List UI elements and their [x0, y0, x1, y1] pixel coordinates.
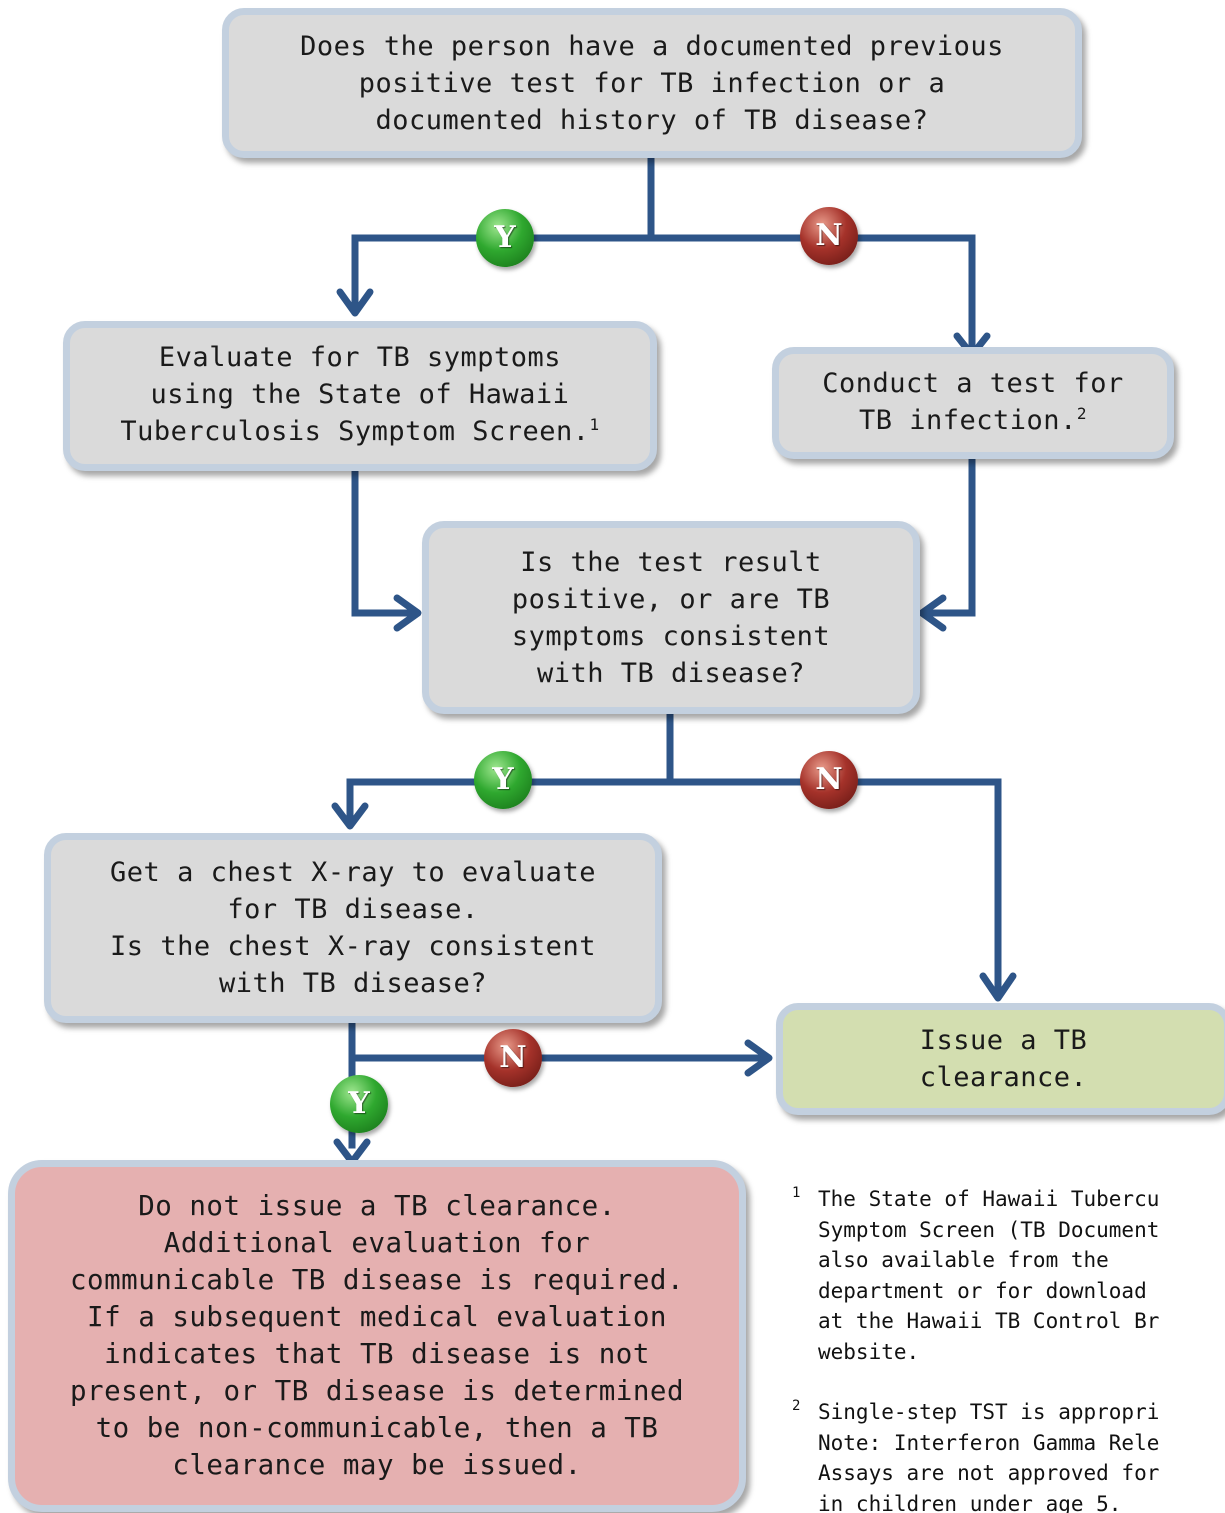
evaluate-symptoms-text: Evaluate for TB symptoms using the State…	[120, 342, 590, 447]
connector-test-to-decision	[926, 452, 976, 617]
issue-clearance-text: Issue a TB clearance.	[919, 1025, 1088, 1093]
footnote-1-marker: 1	[792, 1185, 801, 1201]
box-do-not-issue-clearance: Do not issue a TB clearance. Additional …	[8, 1160, 746, 1512]
footnote-ref-1: 1	[589, 415, 600, 434]
arrowhead-decision-left	[393, 594, 422, 632]
arrowhead-xray	[331, 802, 369, 830]
question-test-positive-text: Is the test result positive, or are TB s…	[511, 546, 831, 689]
do-not-issue-text: Do not issue a TB clearance. Additional …	[69, 1190, 685, 1481]
footnote-2-text: Single-step TST is appropri Note: Interf…	[818, 1400, 1160, 1513]
arrowhead-decision-right	[918, 594, 947, 632]
connector-yes-2	[346, 778, 674, 826]
no-badge-2: N	[800, 751, 858, 809]
question-previous-positive-text: Does the person have a documented previo…	[300, 30, 1004, 136]
box-conduct-test: Conduct a test for TB infection.2	[772, 347, 1174, 459]
no-badge-1: N	[800, 207, 858, 265]
box-evaluate-symptoms: Evaluate for TB symptoms using the State…	[63, 321, 657, 471]
footnote-1: 1 The State of Hawaii Tubercu Symptom Sc…	[792, 1184, 1225, 1367]
connector-no-2	[666, 778, 1002, 994]
arrowhead-evaluate	[336, 288, 374, 317]
box-test-positive-question: Is the test result positive, or are TB s…	[422, 521, 920, 714]
chest-xray-text: Get a chest X-ray to evaluate for TB dis…	[110, 857, 596, 999]
connector-yes-1	[351, 234, 655, 314]
footnote-2-marker: 2	[792, 1398, 801, 1414]
arrowhead-clearance-right	[744, 1039, 773, 1077]
footnote-2: 2 Single-step TST is appropri Note: Inte…	[792, 1397, 1225, 1513]
connector-no-1	[647, 234, 976, 356]
box-chest-xray: Get a chest X-ray to evaluate for TB dis…	[44, 833, 662, 1023]
yes-badge-1: Y	[476, 209, 534, 267]
footnote-1-text: The State of Hawaii Tubercu Symptom Scre…	[818, 1187, 1160, 1364]
box-issue-clearance: Issue a TB clearance.	[776, 1003, 1225, 1115]
footnotes: 1 The State of Hawaii Tubercu Symptom Sc…	[792, 1184, 1225, 1513]
box-previous-positive-question: Does the person have a documented previo…	[222, 8, 1082, 158]
footnote-ref-2: 2	[1076, 403, 1087, 423]
conduct-test-text: Conduct a test for TB infection.	[822, 367, 1124, 436]
yes-badge-2: Y	[474, 751, 532, 809]
arrowhead-clearance-down	[979, 972, 1017, 1002]
connector-evaluate-to-decision	[351, 466, 414, 617]
yes-badge-3: Y	[330, 1075, 388, 1133]
no-badge-3: N	[484, 1029, 542, 1087]
